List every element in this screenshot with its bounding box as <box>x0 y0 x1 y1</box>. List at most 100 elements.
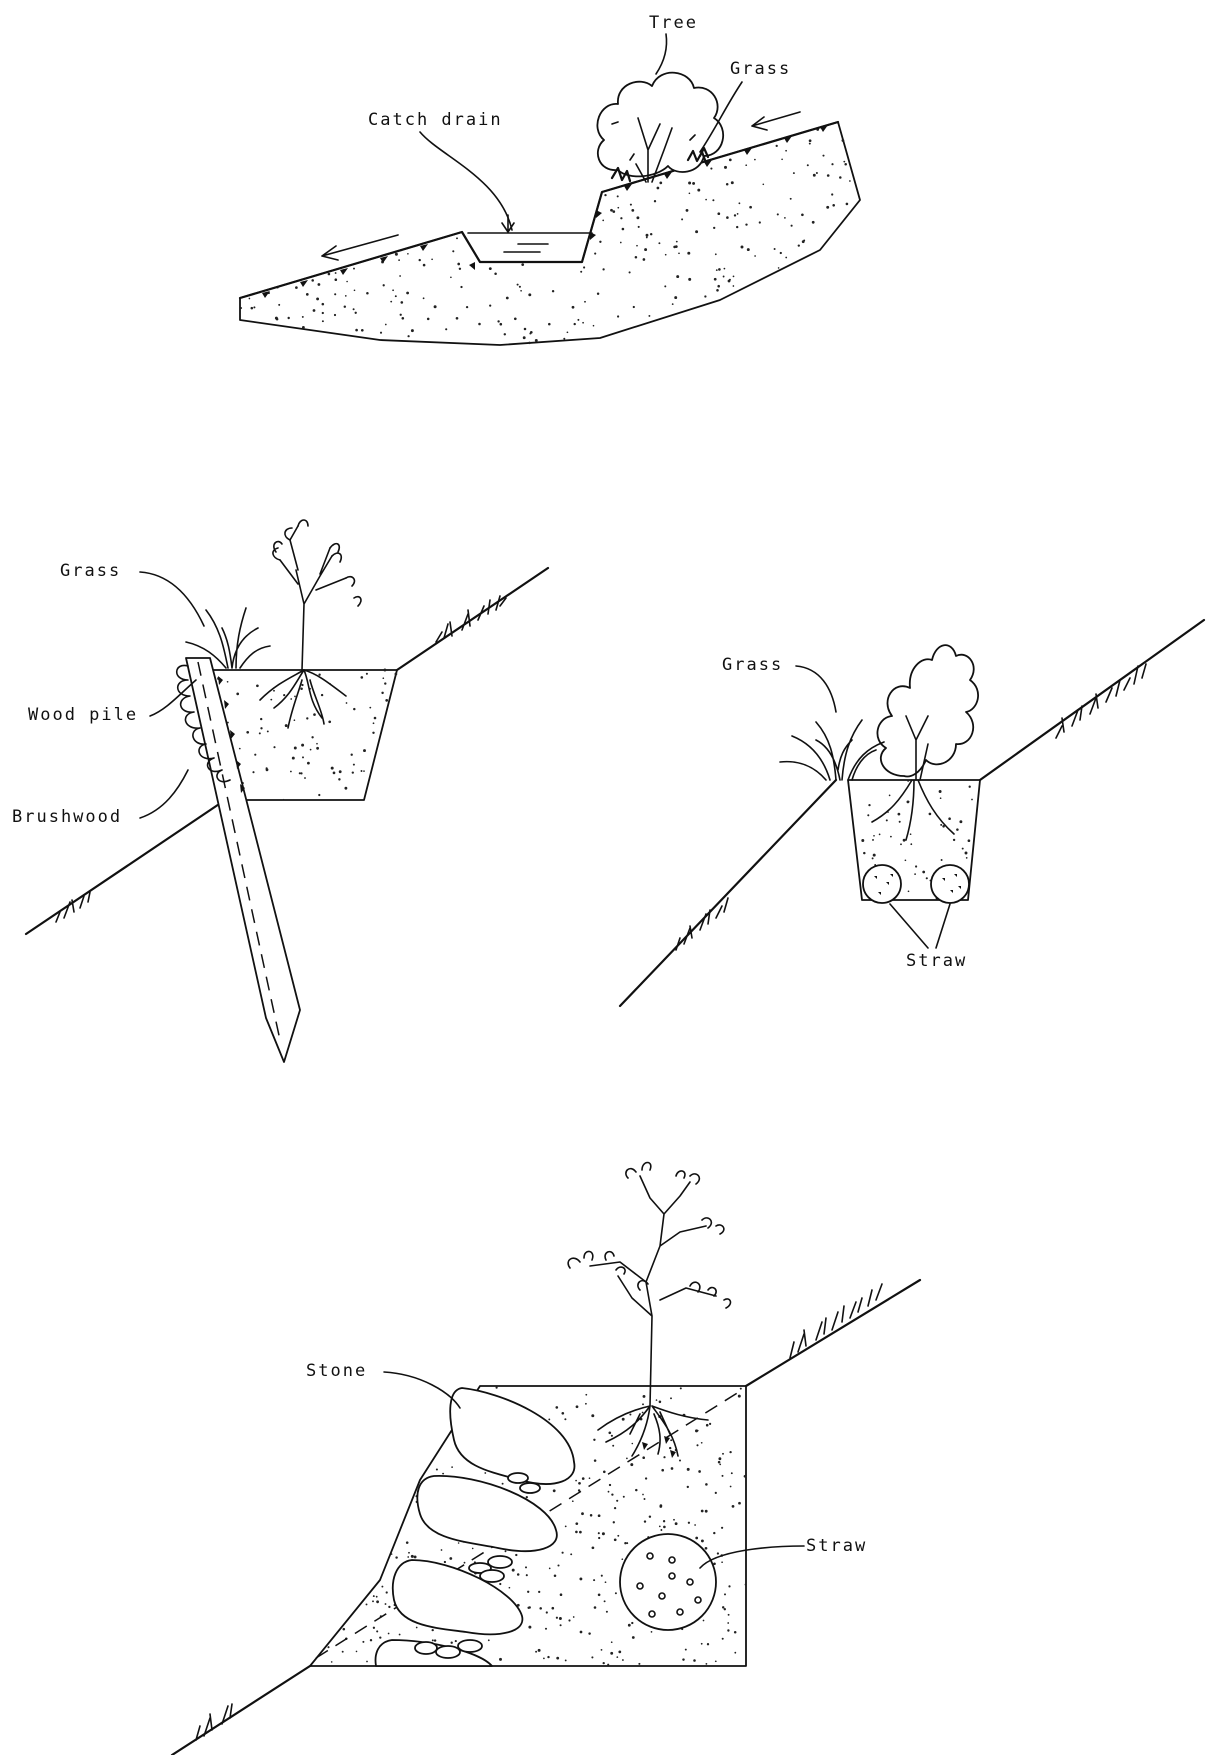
soil-dot <box>455 1640 457 1642</box>
soil-dot <box>376 1600 379 1603</box>
soil-dot <box>659 1505 662 1508</box>
soil-dot <box>362 1641 364 1643</box>
soil-dot <box>567 331 569 333</box>
soil-dot <box>573 1616 575 1618</box>
soil-dot <box>879 834 881 836</box>
soil-dot <box>249 298 251 300</box>
soil-dot <box>395 295 397 297</box>
soil-dot <box>736 226 738 228</box>
soil-dot <box>398 259 400 261</box>
soil-dot <box>535 1651 537 1653</box>
soil-dot <box>504 333 506 335</box>
soil-dot <box>361 770 363 772</box>
soil-dot <box>381 692 383 694</box>
soil-dot <box>622 228 625 231</box>
soil-dot <box>618 1651 621 1654</box>
soil-dot <box>583 266 585 268</box>
soil-dot <box>717 285 720 288</box>
soil-dot <box>472 1548 474 1550</box>
soil-dot <box>621 1558 623 1560</box>
soil-dot <box>663 1456 665 1458</box>
soil-dot <box>709 1423 711 1425</box>
soil-dot <box>922 871 925 874</box>
soil-dot <box>414 1555 417 1558</box>
soil-dot <box>568 1619 570 1621</box>
soil-dot <box>754 255 756 257</box>
soil-dot <box>650 233 652 235</box>
soil-dot <box>914 873 916 875</box>
soil-dot <box>373 1595 375 1597</box>
soil-dot <box>734 1652 736 1654</box>
soil-dot <box>528 1626 531 1629</box>
soil-dot <box>353 308 355 310</box>
soil-dot <box>727 1629 729 1631</box>
soil-dot <box>259 732 261 734</box>
soil-dot <box>868 804 870 806</box>
soil-dot <box>562 1552 564 1554</box>
soil-dot <box>809 143 811 145</box>
straw-bundle-left <box>863 865 901 903</box>
soil-dot <box>703 1620 705 1622</box>
soil-dot <box>361 329 364 332</box>
soil-dot <box>294 719 296 721</box>
soil-dot <box>551 1607 554 1610</box>
soil-dot <box>651 1631 653 1633</box>
soil-dot <box>316 743 318 745</box>
soil-dot <box>903 839 906 842</box>
soil-dot <box>705 1483 708 1486</box>
soil-dot <box>434 1639 436 1641</box>
soil-dot <box>659 182 662 185</box>
soil-dot <box>254 754 256 756</box>
soil-dot <box>344 305 346 307</box>
soil-dot <box>580 1631 583 1634</box>
soil-dot <box>539 1607 542 1610</box>
slope-line-lower <box>172 1666 310 1755</box>
soil-dot <box>672 303 674 305</box>
soil-dot <box>275 317 278 320</box>
soil-dot <box>915 865 917 867</box>
soil-dot <box>407 335 409 337</box>
wood-pile-label: Wood pile <box>28 705 138 725</box>
soil-dot <box>664 285 666 287</box>
soil-dot <box>689 192 691 194</box>
soil-dot <box>528 293 531 296</box>
soil-dot <box>302 756 304 758</box>
soil-dot <box>575 1480 577 1482</box>
soil-dot <box>658 242 660 244</box>
soil-dot <box>749 206 752 209</box>
soil-dot <box>701 1442 703 1444</box>
soil-dot <box>670 1397 672 1399</box>
soil-dot <box>499 1658 502 1661</box>
soil-dot <box>971 799 973 801</box>
soil-dot <box>724 1593 726 1595</box>
soil-dot <box>688 182 691 185</box>
soil-dot <box>385 699 388 702</box>
soil-dot <box>635 256 638 259</box>
soil-dot <box>778 267 780 269</box>
soil-dot <box>506 297 509 300</box>
soil-dot <box>488 1639 490 1641</box>
soil-dot <box>318 794 320 796</box>
soil-dot <box>593 325 595 327</box>
soil-dot <box>694 1524 696 1526</box>
soil-dot <box>478 323 481 326</box>
soil-dot <box>334 293 336 295</box>
soil-dot <box>538 1591 540 1593</box>
soil-dot <box>466 306 468 308</box>
soil-dot <box>335 278 338 281</box>
soil-dot <box>577 319 579 321</box>
soil-dot <box>451 1642 453 1644</box>
soil-dot <box>390 301 392 303</box>
soil-dot <box>722 1606 724 1608</box>
soil-dot <box>556 1657 559 1660</box>
soil-dot <box>626 1458 628 1460</box>
soil-dot <box>728 1585 730 1587</box>
soil-dot <box>731 1472 733 1474</box>
soil-dot <box>686 209 689 212</box>
slope-line-upper <box>980 620 1204 780</box>
soil-dot <box>624 1542 626 1544</box>
soil-dot <box>407 1556 409 1558</box>
soil-dot <box>759 221 761 223</box>
soil-dot <box>646 236 648 238</box>
soil-dot <box>519 286 521 288</box>
